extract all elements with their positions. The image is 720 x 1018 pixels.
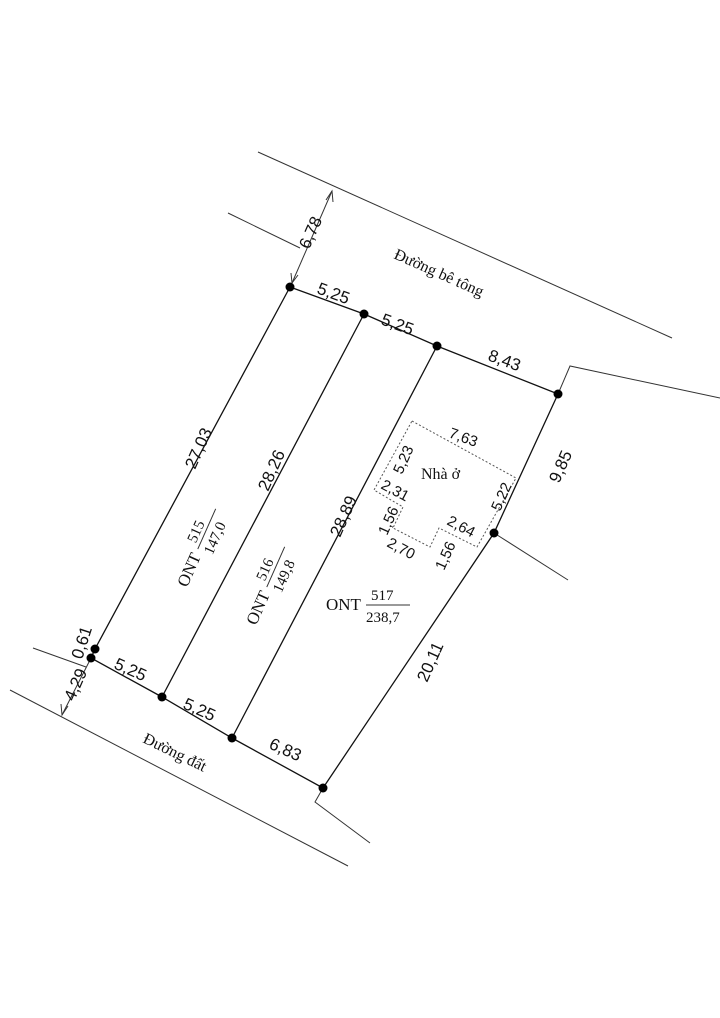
top-edge-517: 8,43: [486, 346, 524, 375]
bottom-road-label: Đường đất: [140, 730, 209, 775]
top-edge-515: 5,25: [315, 279, 353, 308]
bottom-road-near-edge: [32, 647, 87, 668]
house-dim-5-23: 5,23: [390, 443, 417, 477]
parcel-517-label: ONT 517 238,7: [326, 588, 410, 626]
boundary-markers: [86, 282, 563, 793]
house-dim-2-70: 2,70: [384, 535, 418, 564]
divider-516-517: [231, 345, 438, 739]
top-road-width: 6,78: [295, 214, 326, 252]
neighbor-boundary-right: [493, 532, 569, 581]
bottom-road-width-arrow: [61, 659, 91, 716]
top-arrow-head: [325, 189, 334, 203]
house-outline: [373, 420, 517, 548]
svg-text:ONT: ONT: [173, 549, 205, 589]
arrow-head: [60, 703, 69, 717]
top-edge-516: 5,25: [379, 310, 417, 339]
house-dim-1-56-bottom: 1,56: [432, 539, 459, 573]
top-road-label: Đường bê tông: [391, 246, 486, 301]
svg-text:ONT: ONT: [326, 595, 362, 614]
house-dim-7-63: 7,63: [447, 425, 480, 451]
svg-text:517: 517: [371, 588, 394, 604]
side-28-89: 28,89: [326, 493, 361, 540]
svg-text:238,7: 238,7: [366, 610, 400, 626]
side-27-03: 27,03: [181, 425, 216, 472]
house-dim-2-64: 2,64: [444, 513, 478, 542]
parcel-516-label: ONT 516 149,8: [242, 546, 299, 628]
svg-text:ONT: ONT: [242, 587, 274, 627]
bottom-edge-515: 5,25: [111, 654, 149, 685]
top-road-near-edge: [227, 212, 301, 249]
house-dim-2-31: 2,31: [378, 477, 412, 506]
bottom-road-far-edge: [9, 689, 349, 867]
neighbor-boundary-bottom-right: [314, 787, 371, 844]
house-label: Nhà ở: [421, 466, 461, 483]
top-road-width-arrow: [291, 190, 333, 284]
side-9-85: 9,85: [545, 448, 576, 486]
divider-515-516: [161, 313, 365, 698]
house-dim-5-22: 5,22: [488, 480, 515, 514]
bottom-road-width: 4,29: [60, 666, 91, 704]
house-dim-1-56-left: 1,56: [375, 504, 402, 538]
neighbor-boundary-top-right: [557, 365, 720, 399]
bottom-edge-516: 5,25: [180, 694, 218, 725]
side-28-26: 28,26: [254, 447, 289, 494]
top-road-far-edge: [257, 151, 673, 339]
